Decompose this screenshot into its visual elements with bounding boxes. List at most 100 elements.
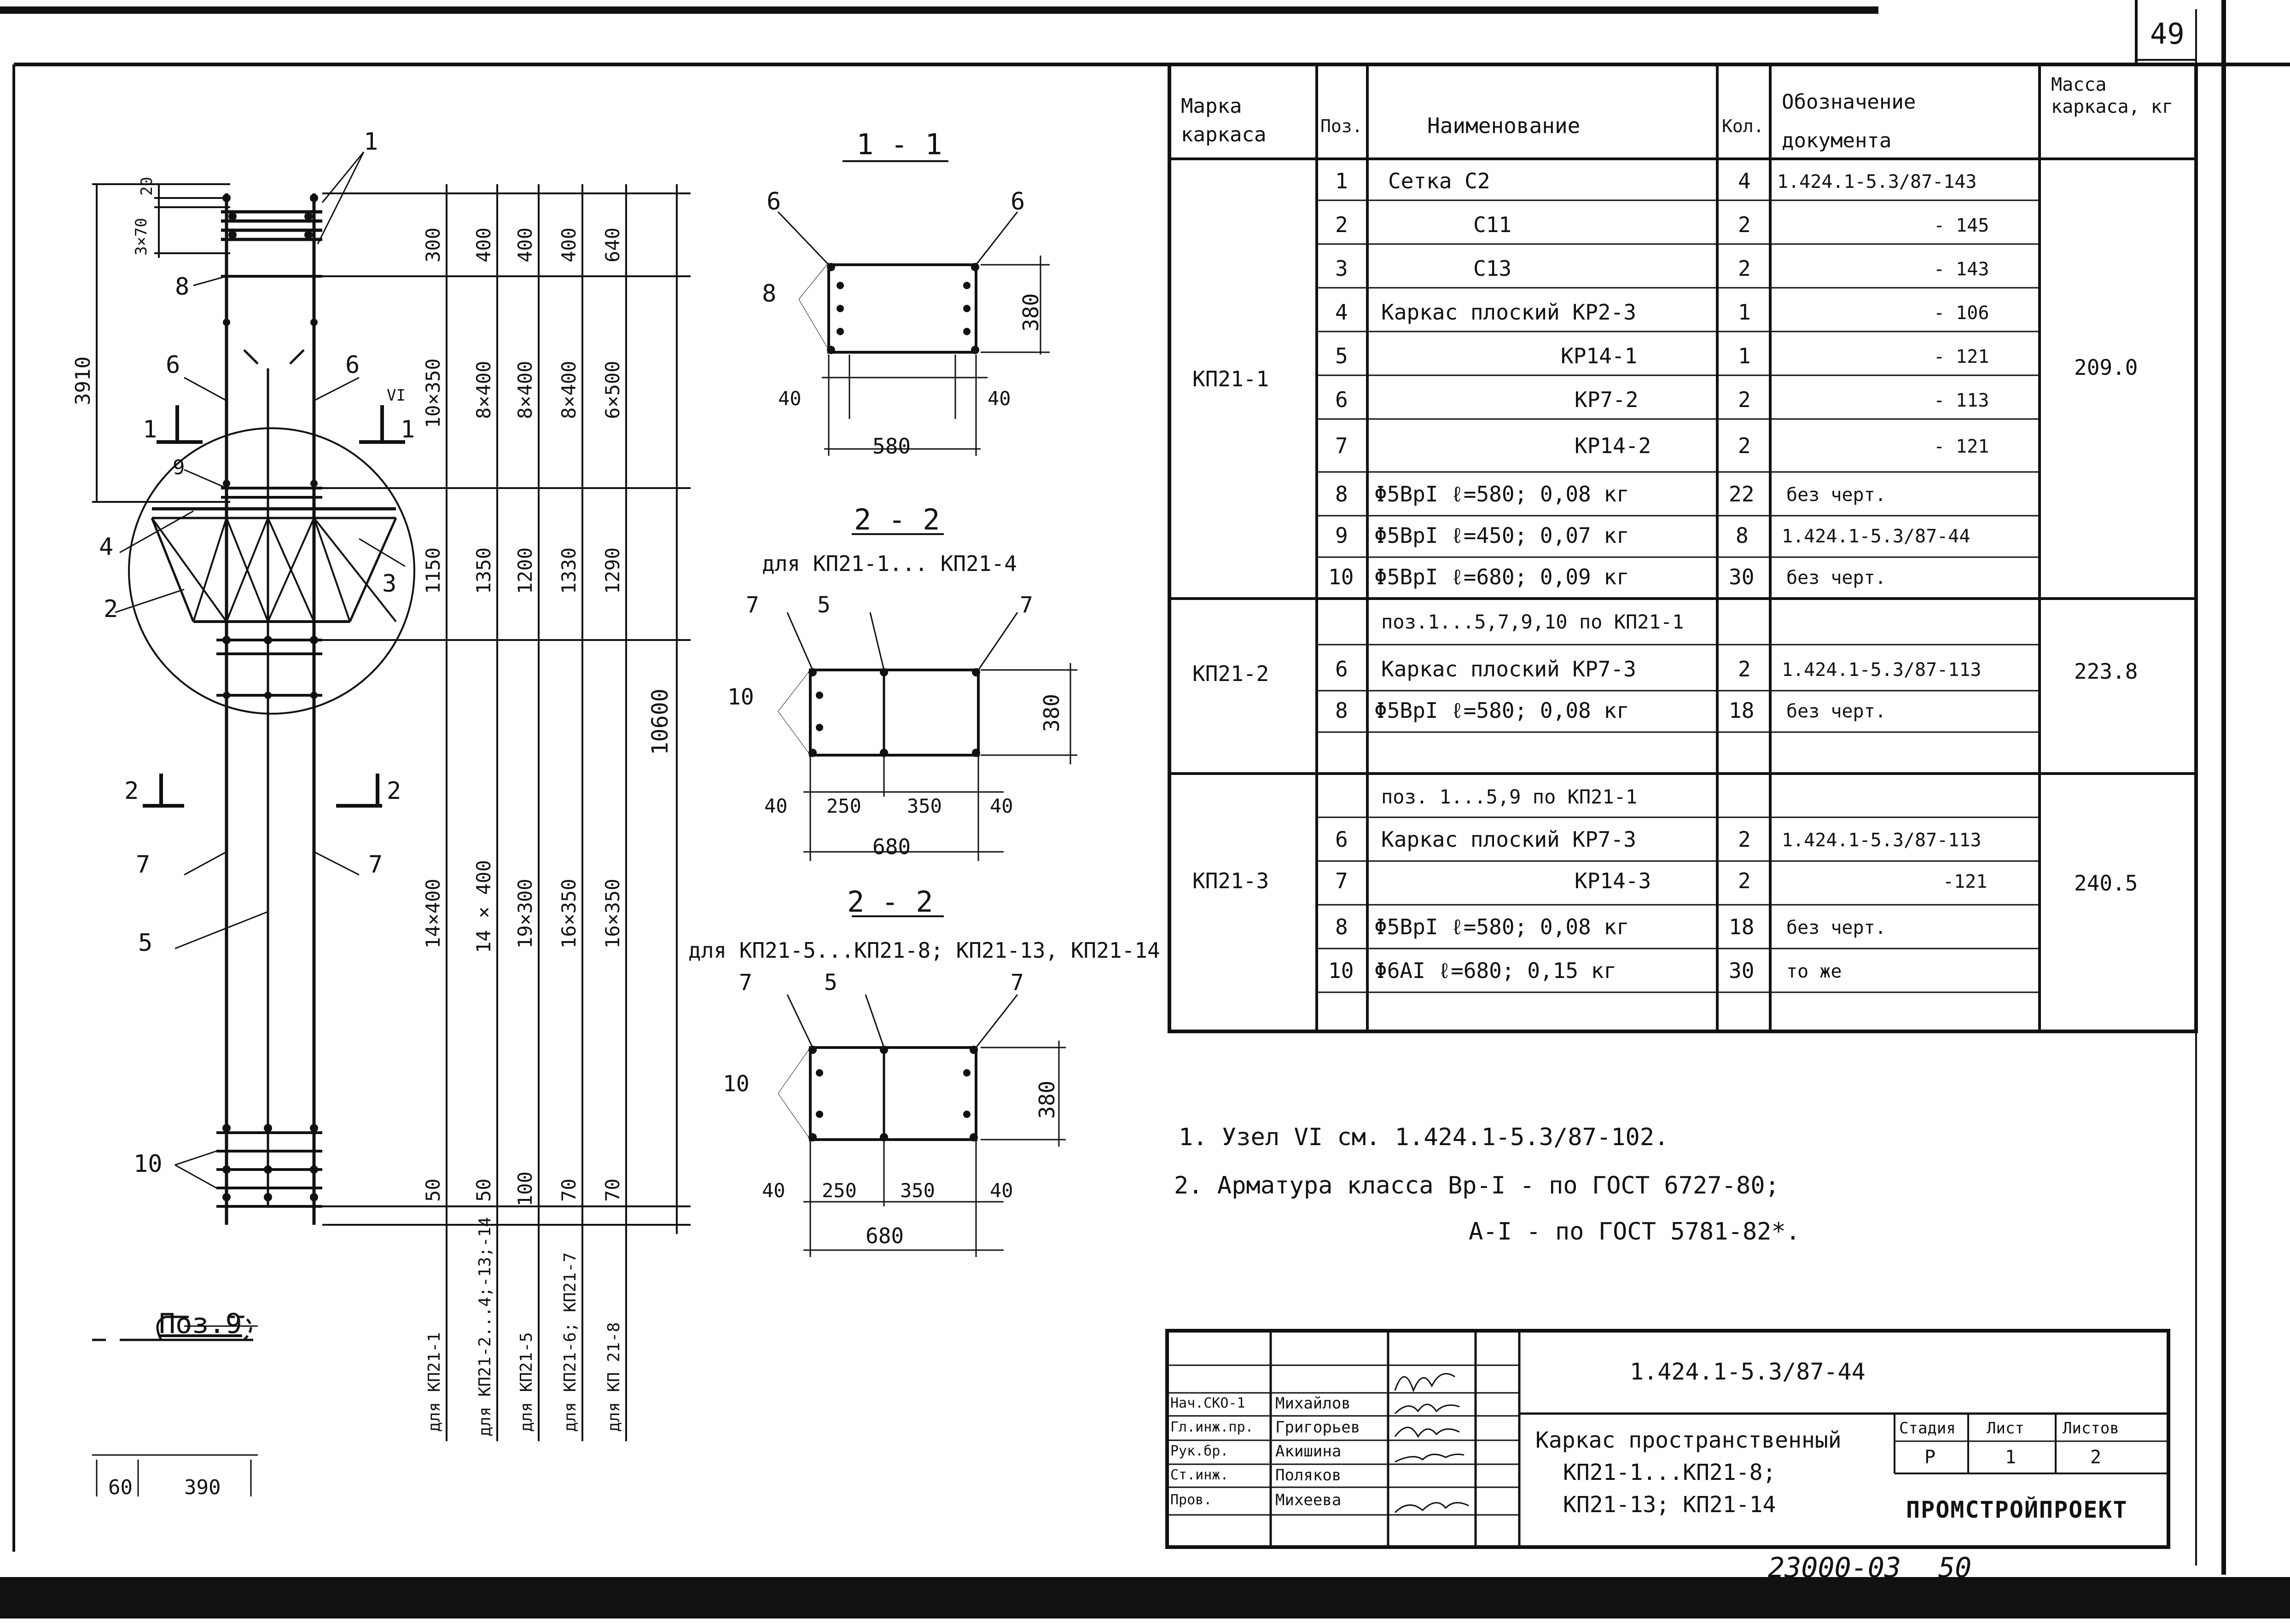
sec2b-dim-40-r: 40: [990, 1179, 1013, 1202]
sec2b-dim-680: 680: [866, 1223, 904, 1248]
g1r10-qty: 30: [1729, 565, 1755, 589]
sec2a-label-7-left: 7: [746, 592, 759, 618]
g1r3-qty: 2: [1738, 256, 1751, 281]
g3r4-pos: 8: [1335, 914, 1348, 939]
g2r3-doc: без черт.: [1786, 701, 1886, 722]
sec2b-title: 2 - 2: [847, 885, 933, 919]
sec2b-label-5: 5: [824, 970, 837, 995]
dim-20: 20: [138, 177, 156, 196]
stamp-code: 1.424.1-5.3/87-44: [1630, 1358, 1866, 1385]
hdr-mark: Марка каркаса: [1181, 94, 1267, 146]
g3r3-name: КР14-3: [1575, 868, 1651, 893]
c5-v3: 1290: [601, 547, 624, 594]
g2r3-pos: 8: [1335, 698, 1348, 723]
g1r6-doc: - 113: [1934, 390, 1989, 411]
sec2a-dim-380: 380: [1039, 694, 1064, 732]
stamp-role-4: Ст.инж.: [1170, 1467, 1229, 1483]
g3r5-doc: то же: [1786, 961, 1842, 982]
g1r6-name: КР7-2: [1575, 387, 1639, 412]
c3-v5: 100: [514, 1171, 536, 1206]
callout-5: 5: [138, 929, 152, 957]
g1r1-pos: 1: [1335, 169, 1348, 193]
g1r2-doc: - 145: [1934, 215, 1989, 236]
sheet-number: 49: [2150, 17, 2185, 51]
sec1-dim-40-right: 40: [988, 387, 1011, 410]
c3-v2: 8×400: [514, 361, 536, 419]
g1r8-pos: 8: [1335, 482, 1348, 506]
sec2a-dim-680: 680: [872, 834, 911, 859]
g3r1-name: поз. 1...5,9 по КП21-1: [1381, 786, 1638, 808]
g1r5-pos: 5: [1335, 343, 1348, 368]
g1r8-name: Φ5ВрI ℓ=580; 0,08 кг: [1374, 482, 1629, 506]
g1r10-pos: 10: [1328, 565, 1354, 589]
note-3: А-I - по ГОСТ 5781-82*.: [1469, 1218, 1801, 1246]
c3-v3: 1200: [514, 547, 536, 594]
c5-v5: 70: [601, 1178, 624, 1202]
bottom-code: 23000-03: [1768, 1552, 1901, 1584]
g1r5-name: КР14-1: [1561, 343, 1638, 368]
sec2a-dim-40-r: 40: [990, 795, 1013, 817]
pos9-d2: 390: [184, 1476, 221, 1499]
c5-v4: 16×350: [601, 879, 624, 949]
sec1-title: 1 - 1: [856, 128, 942, 161]
g1r4-pos: 4: [1335, 300, 1348, 325]
g3r5-qty: 30: [1729, 958, 1755, 983]
sec2a-label-7-right: 7: [1020, 592, 1033, 618]
left-dimensions: [92, 183, 230, 503]
spec-table-grid: [1168, 63, 2198, 1033]
c1-v3: 1150: [422, 547, 444, 594]
sec2b-subtitle: для КП21-5...КП21-8; КП21-13, КП21-14: [688, 938, 1160, 963]
stamp-role-2: Гл.инж.пр.: [1170, 1419, 1254, 1435]
sec2b-dim-250: 250: [822, 1179, 857, 1202]
hdr-pos: Поз.: [1320, 116, 1363, 136]
g2r3-name: Φ5ВрI ℓ=580; 0,08 кг: [1374, 698, 1629, 723]
g1r2-qty: 2: [1738, 212, 1751, 237]
sheet-value: 1: [2005, 1447, 2017, 1468]
bottom-page: 50: [1938, 1552, 1971, 1584]
stamp-role-3: Рук.бр.: [1170, 1443, 1229, 1459]
stamp-role-1: Нач.СКО-1: [1170, 1395, 1245, 1411]
sec1-label-6-left: 6: [767, 188, 781, 215]
col-label-1: для КП21-1: [425, 1332, 444, 1432]
callout-10: 10: [134, 1150, 163, 1178]
g1r8-qty: 22: [1729, 482, 1755, 506]
callout-7-right: 7: [368, 851, 383, 879]
g1r10-name: Φ5ВрI ℓ=680; 0,09 кг: [1374, 565, 1629, 589]
leaders: [115, 151, 406, 1189]
pos9-d1: 60: [108, 1476, 133, 1499]
g1r4-doc: - 106: [1934, 303, 1989, 324]
g1r5-qty: 1: [1738, 343, 1751, 368]
stamp-name-5: Михеева: [1275, 1491, 1342, 1509]
dim-3910: 3910: [71, 356, 95, 405]
pos9-title: Поз.9: [159, 1308, 242, 1340]
g3r4-doc: без черт.: [1786, 917, 1886, 938]
g1r1-name: Сетка С2: [1388, 169, 1490, 193]
section-mark-1-right: 1: [401, 416, 415, 443]
g2r2-doc: 1.424.1-5.3/87-113: [1782, 659, 1982, 681]
c4-v5: 70: [558, 1178, 580, 1202]
col-label-3: для КП21-5: [517, 1332, 536, 1432]
g3r2-name: Каркас плоский КР7-3: [1381, 827, 1636, 852]
c3-v4: 19×300: [514, 879, 536, 949]
g2r2-qty: 2: [1738, 657, 1751, 681]
c5-v1: 640: [601, 227, 624, 262]
sheets-value: 2: [2090, 1447, 2102, 1468]
g1r7-name: КР14-2: [1575, 433, 1651, 458]
g1r5-doc: - 121: [1934, 346, 1989, 367]
c2-v4: 14 × 400: [472, 860, 495, 953]
c3-v1: 400: [514, 227, 536, 262]
stamp-name-1: Михайлов: [1275, 1394, 1351, 1413]
note-2: 2. Арматура класса Вр-I - по ГОСТ 6727-8…: [1174, 1172, 1779, 1199]
sec1-label-8: 8: [762, 280, 776, 308]
section-1-1: [777, 160, 1050, 456]
stage-header: Стадия: [1899, 1419, 1956, 1438]
stamp-name-4: Поляков: [1275, 1466, 1342, 1484]
mark-kp21-3: КП21-3: [1192, 868, 1269, 893]
col-label-2: для КП21-2...4;-13;-14: [476, 1217, 494, 1437]
g1r8-doc: без черт.: [1786, 484, 1886, 506]
g1r9-name: Φ5ВрI ℓ=450; 0,07 кг: [1374, 523, 1629, 548]
mark-kp21-1: КП21-1: [1192, 367, 1269, 391]
g1r9-pos: 9: [1335, 523, 1348, 548]
section-mark-2-left: 2: [124, 777, 139, 805]
c4-v2: 8×400: [558, 361, 580, 419]
